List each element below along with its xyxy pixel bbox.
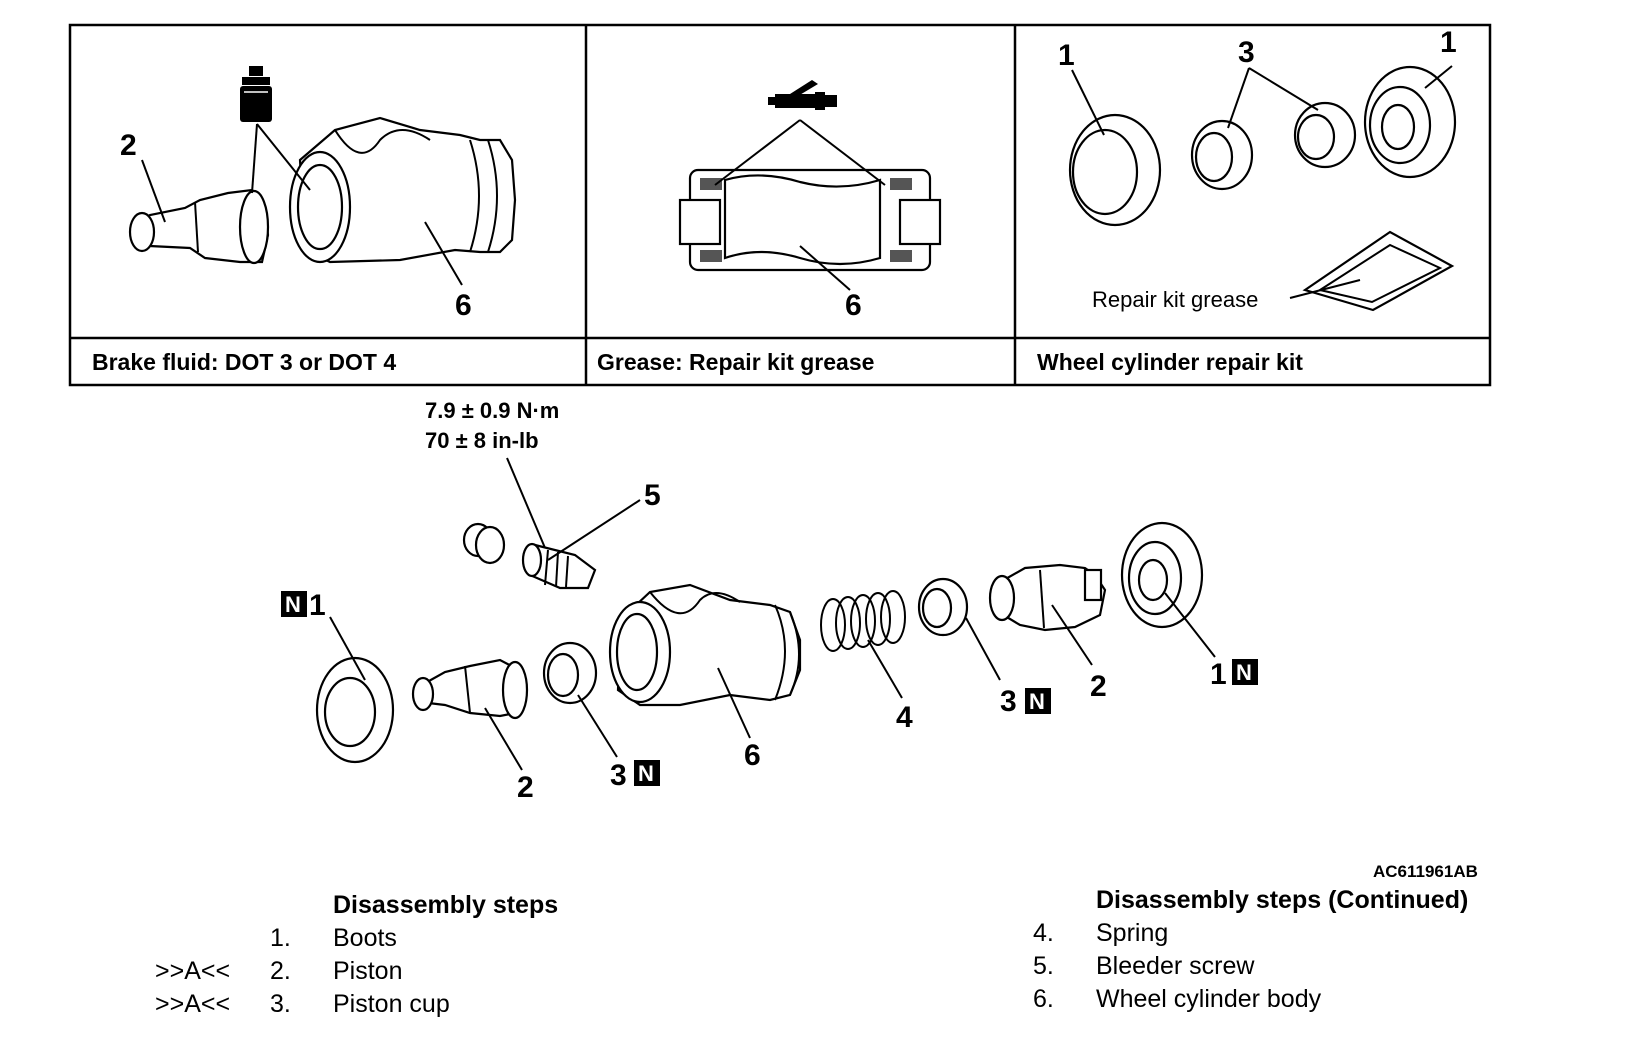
step-label: Piston cup [333,990,450,1018]
step-num: 6. [1033,985,1054,1013]
bleeder-screw [462,522,597,590]
panel1-callout-piston: 2 [120,129,137,162]
new-mark-boot-right: N [1236,660,1252,685]
step-item: 1. Boots [155,924,615,957]
panel3-callout-boot-left: 1 [1058,39,1075,72]
caption-brake-fluid: Brake fluid: DOT 3 or DOT 4 [92,349,396,375]
callout-body: 6 [744,739,761,772]
panel3-cup-left [1190,119,1254,191]
piston-left [411,658,529,720]
torque-metric: 7.9 ± 0.9 N·m [425,398,559,423]
brake-fluid-bottle-icon [240,66,272,122]
caption-repair-kit: Wheel cylinder repair kit [1037,349,1303,375]
piston-right [988,563,1107,632]
panel1-callout-body: 6 [455,289,472,322]
wheel-cylinder-body [608,583,802,707]
panel3-boot-left [1068,113,1162,227]
panel3-callout-boot-right: 1 [1440,26,1457,59]
torque-imperial: 70 ± 8 in-lb [425,428,539,453]
step-num: 4. [1033,919,1054,947]
panel1-cylinder-body [288,116,517,264]
caption-grease: Grease: Repair kit grease [597,349,874,375]
new-mark-cup-right: N [1029,689,1045,714]
step-num: 3. [270,990,291,1018]
grease-gun-icon [768,80,837,110]
panel-repair-kit: 1 3 1 Repair kit grease Wheel cylinder r… [1037,26,1457,375]
steps-right-title: Disassembly steps (Continued) [1096,886,1469,914]
spring [820,590,906,652]
callout-spring: 4 [896,701,913,734]
panel-brake-fluid: 2 6 Brake fluid: DOT 3 or DOT 4 [92,66,517,375]
spec-table [68,23,1492,387]
step-num: 1. [270,924,291,952]
callout-piston-right: 2 [1090,670,1107,703]
piston-cup-right [917,577,969,637]
piston-cup-left [542,641,598,705]
step-marker: >>A<< [155,957,231,985]
step-label: Wheel cylinder body [1096,985,1322,1013]
panel3-repair-kit-grease-label: Repair kit grease [1092,287,1258,312]
new-mark-boot-left: N [285,592,301,617]
callout-piston-left: 2 [517,771,534,804]
boot-left [315,656,395,764]
panel3-callout-cups: 3 [1238,36,1255,69]
step-label: Piston [333,957,403,985]
callout-cup-right: 3 [1000,685,1017,718]
callout-cup-left: 3 [610,759,627,792]
new-mark-cup-left: N [638,761,654,786]
step-label: Boots [333,924,397,952]
steps-left-title: Disassembly steps [333,891,559,919]
step-label: Bleeder screw [1096,952,1255,980]
step-item: 5. Bleeder screw [1033,952,1553,985]
panel3-boot-right [1363,65,1457,179]
steps-right: Disassembly steps (Continued) 4. Spring … [1033,886,1553,1018]
callout-boot-left: 1 [309,589,326,622]
panel2-callout-body: 6 [845,289,862,322]
boot-right [1120,521,1204,629]
panel2-cylinder-section [678,168,942,272]
callout-boot-right: 1 [1210,658,1227,691]
step-item: 4. Spring [1033,919,1553,952]
panel1-piston [128,188,270,265]
step-num: 5. [1033,952,1054,980]
panel3-cup-right [1293,101,1357,169]
torque-spec: 7.9 ± 0.9 N·m 70 ± 8 in-lb [425,398,559,453]
panel-grease: 6 Grease: Repair kit grease [597,80,942,375]
figure-id: AC611961AB [1373,862,1478,881]
step-marker: >>A<< [155,990,231,1018]
step-item: 6. Wheel cylinder body [1033,985,1553,1018]
step-item: >>A<< 2. Piston [155,957,615,990]
steps-left: Disassembly steps 1. Boots >>A<< 2. Pist… [155,891,615,1023]
step-num: 2. [270,957,291,985]
step-label: Spring [1096,919,1169,947]
step-item: >>A<< 3. Piston cup [155,990,615,1023]
callout-bleeder: 5 [644,479,661,512]
grease-packet-icon [1302,230,1455,312]
